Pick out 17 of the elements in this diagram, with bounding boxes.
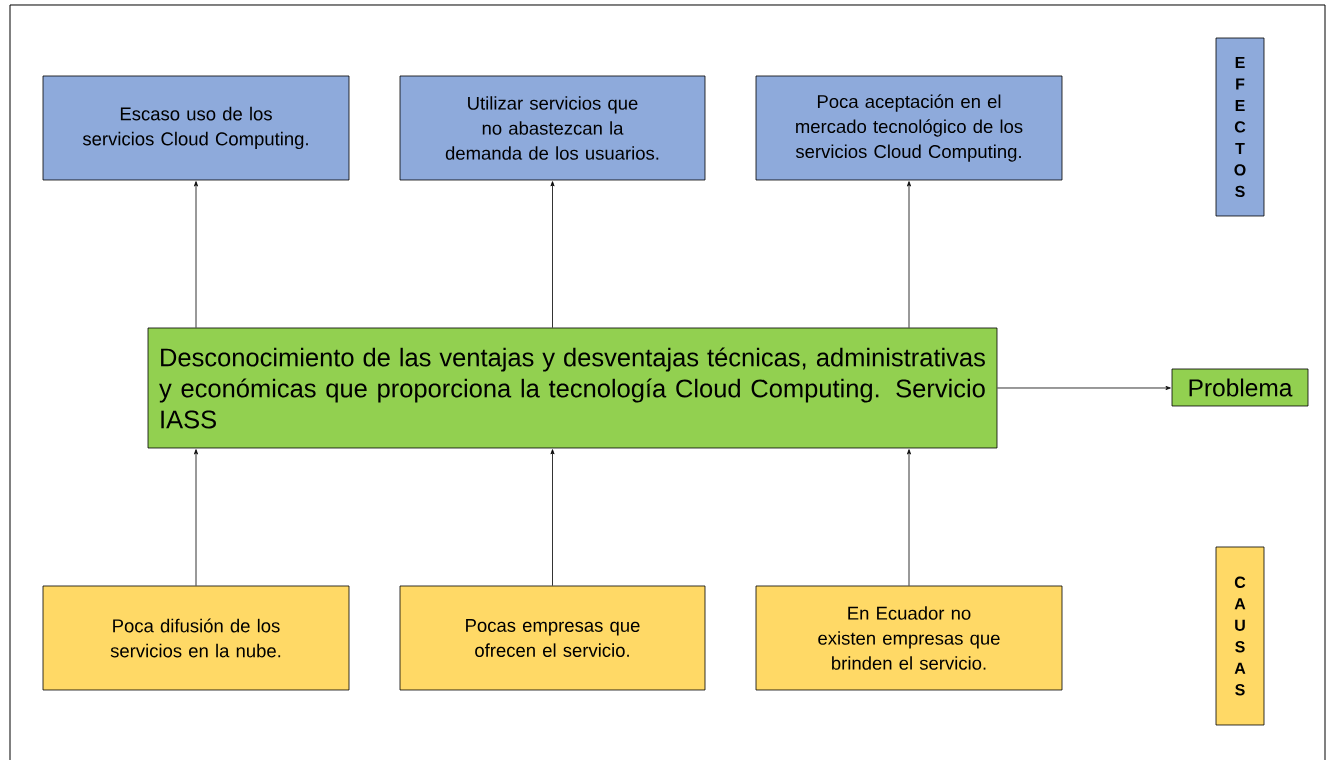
vertical-label-box: EFECTOS [1215, 37, 1265, 217]
effect-box: Escaso uso de los servicios Cloud Computing. [42, 75, 350, 181]
arrow [550, 181, 555, 328]
cause-box: Pocas empresas que ofrecen el servicio. [399, 585, 706, 691]
arrow [194, 181, 198, 328]
arrow [997, 386, 1171, 390]
effect-box: Utilizar servicios que no abastezcan la demanda de los usuarios. [399, 75, 706, 181]
cause-box: Poca difusión de los servicios en la nube. [42, 585, 350, 691]
arrow [907, 449, 911, 586]
arrow [550, 449, 555, 586]
problem-tag-box: Problema [1171, 368, 1309, 407]
arrow [194, 449, 198, 586]
vertical-label-box: CAUSAS [1215, 546, 1265, 726]
problem-box: Desconocimiento de las ventajas y desventajas técnicas, administrativas y económicas que proporciona la tecnología Cloud Computing. Servicio IASS [147, 327, 998, 449]
cause-box: En Ecuador no existen empresas que brinden el servicio. [755, 585, 1063, 691]
effect-box: Poca aceptación en el mercado tecnológico de los servicios Cloud Computing. [755, 75, 1063, 181]
arrow [907, 181, 911, 328]
